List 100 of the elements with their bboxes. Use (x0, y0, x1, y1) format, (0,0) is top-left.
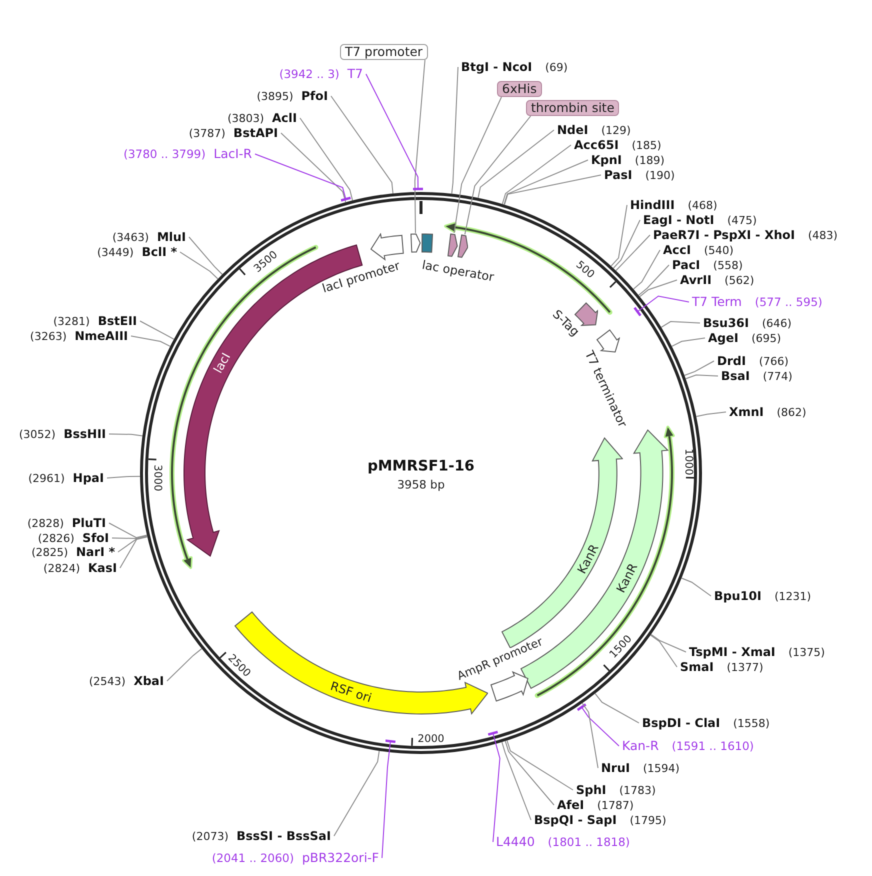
enzyme-name: TspMI - XmaI (689, 644, 776, 660)
cut-position: (766) (758, 354, 789, 368)
enzyme-name: BsaI (721, 368, 750, 384)
enzyme-name: PaeR7I - PspXI - XhoI (653, 228, 795, 242)
leader-line (414, 60, 426, 234)
leader-line (120, 536, 148, 568)
leader-line (638, 264, 670, 296)
cut-position: (2073) (192, 828, 228, 844)
cut-position: (1558) (733, 716, 770, 730)
primer-name: T7 Term (692, 294, 742, 309)
primer-position: (1591 .. 1610) (672, 739, 754, 754)
enzyme-name: SphI (576, 782, 606, 798)
enzyme-name: Acc65I (574, 138, 619, 152)
enzyme-name: HpaI (72, 470, 104, 486)
enzyme-name: EagI - NotI (643, 212, 714, 228)
enzyme-name: KasI (88, 560, 117, 576)
cut-position: (185) (632, 138, 662, 152)
primer-name: LacI-R (214, 146, 252, 161)
cut-position: (3281) (53, 314, 90, 328)
cut-position: (1795) (630, 812, 666, 828)
cut-position: (1787) (597, 798, 634, 812)
scale-label: 1000 (682, 448, 694, 476)
feature-tag: T7 promoter (340, 44, 428, 60)
leader-line (118, 536, 148, 552)
cut-position: (2826) (38, 530, 74, 546)
leader-line (660, 321, 700, 328)
leader-line (180, 252, 218, 280)
enzyme-name: NarI * (76, 544, 115, 560)
scale-label: 500 (574, 260, 596, 280)
leader-line (504, 740, 554, 806)
enzyme-name: HindIII (630, 198, 675, 212)
leader-line (334, 750, 380, 836)
cut-position: (475) (727, 212, 757, 228)
enzyme-name: PluTI (72, 516, 106, 530)
leader-line (112, 536, 148, 539)
leader-line (632, 250, 660, 290)
cut-position: (3463) (112, 230, 149, 244)
cut-position: (774) (762, 368, 792, 384)
plasmid-name: pMMRSF1-16 (367, 458, 475, 476)
feature-label: lacI (210, 350, 234, 376)
feature-label: RSF ori (328, 678, 374, 706)
leader-line (671, 338, 706, 347)
cut-position: (2543) (89, 674, 126, 688)
enzyme-name: MluI (156, 230, 186, 244)
leader-line (280, 132, 346, 203)
scale-label: 2000 (418, 734, 444, 744)
cut-position: (3263) (30, 328, 67, 344)
leader-line (140, 320, 174, 340)
leader-line (594, 693, 640, 724)
scale-label: 3000 (152, 464, 162, 492)
enzyme-name: PfoI (301, 88, 328, 104)
cut-position: (129) (601, 122, 631, 138)
leader-line (633, 296, 690, 317)
leader-line (330, 96, 394, 194)
enzyme-name: Bsu36I (703, 316, 749, 330)
leader-line (504, 174, 602, 206)
feature-tag: thrombin site (526, 100, 620, 116)
enzyme-name: PacI (672, 258, 700, 272)
leader-line (681, 578, 712, 596)
cut-position: (1377) (726, 660, 764, 674)
leader-line (300, 118, 354, 201)
feature-label: lac operator (420, 258, 495, 284)
enzyme-name: NruI (601, 760, 630, 776)
tag-feature (456, 234, 468, 259)
primer-position: (2041 .. 2060) (212, 851, 294, 866)
cut-position: (483) (808, 228, 838, 242)
primer-name: Kan-R (622, 738, 659, 753)
leader-line (464, 116, 532, 235)
enzyme-name: DrdI (717, 354, 746, 368)
cut-position: (3449) (97, 244, 134, 260)
leader-line (166, 648, 202, 682)
cut-position: (695) (751, 330, 782, 346)
cut-position: (2961) (28, 470, 65, 486)
leader-line (685, 374, 718, 380)
leader-line (478, 130, 554, 198)
leader-line (130, 336, 171, 347)
feature-tag: 6xHis (497, 81, 542, 97)
leader-line (650, 634, 678, 668)
cut-position: (1783) (619, 782, 656, 798)
enzyme-name: SfoI (82, 530, 109, 546)
enzyme-name: NmeAIII (74, 328, 128, 344)
leader-line (612, 220, 640, 269)
leader-line (610, 204, 628, 267)
enzyme-name: KpnI (591, 152, 622, 168)
cut-position: (189) (634, 152, 664, 168)
promoter-feature (410, 233, 422, 254)
cut-position: (862) (776, 404, 806, 420)
leader-line (451, 66, 458, 194)
cut-position: (2825) (31, 544, 68, 560)
leader-line (454, 96, 502, 234)
cut-position: (562) (724, 272, 754, 288)
enzyme-name: BssSI - BssSaI (236, 828, 331, 844)
cut-position: (2828) (27, 516, 64, 530)
enzyme-name: BstEII (98, 314, 137, 328)
leader-line (684, 360, 714, 376)
cut-position: (646) (762, 316, 792, 330)
enzyme-name: NdeI (557, 122, 588, 138)
leader-line (576, 703, 620, 746)
enzyme-name: XbaI (134, 674, 164, 688)
cut-position: (3787) (188, 126, 226, 140)
